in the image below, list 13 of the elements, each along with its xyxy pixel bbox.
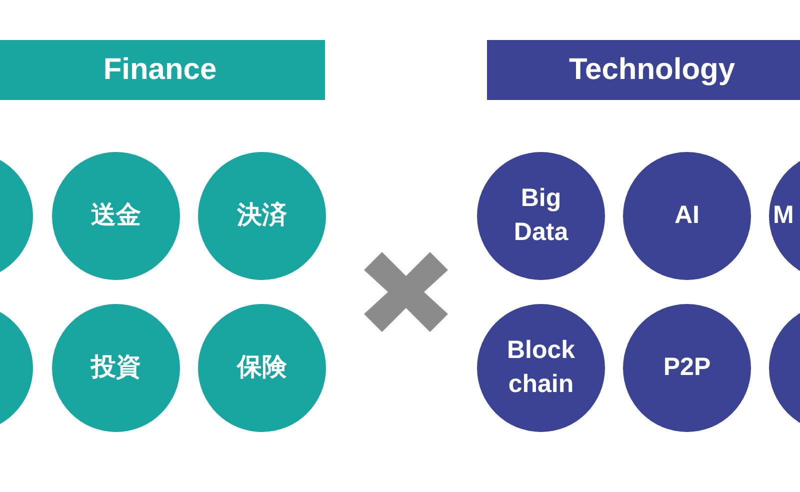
- heading-text: Finance: [103, 53, 217, 87]
- circle-label: 決済: [237, 200, 287, 232]
- heading-text: Technology: [568, 53, 736, 87]
- circle-label: M: [773, 200, 794, 232]
- heading-band: [487, 40, 800, 100]
- circle-label: Block chain: [506, 335, 576, 400]
- circle-label: AI: [674, 200, 700, 232]
- circle-label: 送金: [91, 200, 141, 232]
- circle-label: 投資: [91, 352, 141, 384]
- heading-band: [0, 40, 325, 100]
- circle-label: Big Data: [512, 183, 570, 248]
- circle-label: 保険: [237, 352, 287, 384]
- circle-label: P2P: [663, 352, 711, 384]
